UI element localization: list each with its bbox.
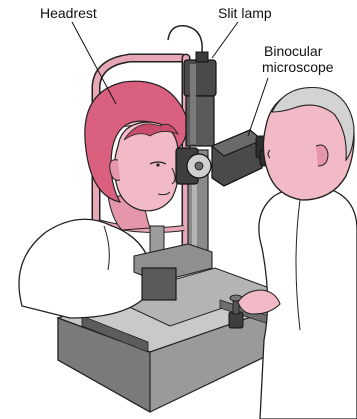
headrest-label: Headrest	[40, 6, 97, 21]
microscope-label: microscope	[262, 60, 334, 75]
microscope-leader-line	[248, 78, 268, 136]
binocular-microscope	[212, 130, 272, 186]
slit-lamp-leader-line	[212, 22, 238, 58]
binocular-label: Binocular	[264, 44, 322, 59]
slit-lamp-label: Slit lamp	[218, 6, 272, 21]
